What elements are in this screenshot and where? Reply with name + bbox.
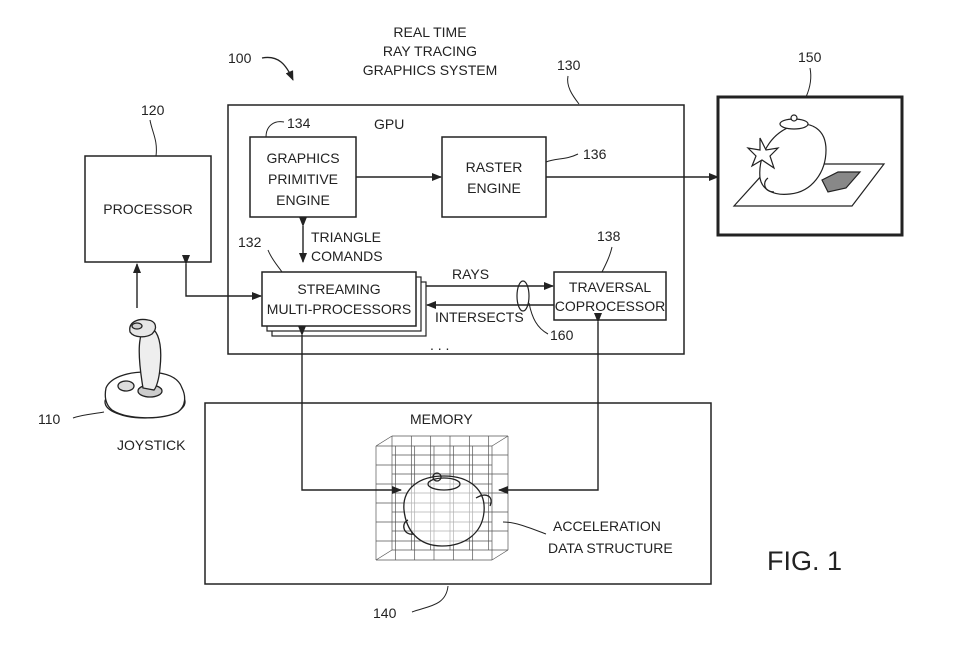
sm-box: [261, 271, 417, 327]
ref-100: 100: [228, 50, 252, 66]
traversal-memory-arrow: [498, 313, 602, 494]
joystick-label: JOYSTICK: [117, 437, 186, 453]
ref-100-arrow: [261, 56, 294, 81]
ref-150: 150: [798, 49, 822, 65]
svg-text:TRIANGLE: TRIANGLE: [311, 229, 381, 245]
intersects-label: INTERSECTS: [435, 309, 524, 325]
svg-text:STREAMING: STREAMING: [297, 281, 380, 297]
svg-text:COPROCESSOR: COPROCESSOR: [555, 298, 665, 314]
svg-text:REAL TIME: REAL TIME: [393, 24, 466, 40]
svg-text:RAY TRACING: RAY TRACING: [383, 43, 477, 59]
ref-138-leader: [601, 246, 613, 273]
svg-text:COMANDS: COMANDS: [311, 248, 383, 264]
primitive-engine-label: GRAPHICS PRIMITIVE ENGINE: [266, 150, 339, 208]
svg-text:ENGINE: ENGINE: [276, 192, 330, 208]
ref-136: 136: [583, 146, 607, 162]
ref-134: 134: [287, 115, 311, 131]
raster-engine-box: [441, 136, 547, 218]
ref-140: 140: [373, 605, 397, 621]
gpu-label: GPU: [374, 116, 404, 132]
ref-110: 110: [38, 411, 61, 427]
traversal-box: [553, 271, 667, 321]
svg-text:GRAPHICS SYSTEM: GRAPHICS SYSTEM: [363, 62, 498, 78]
ray-link-loop: [516, 280, 530, 312]
triangle-commands-label: TRIANGLE COMANDS: [311, 229, 383, 264]
rays-label: RAYS: [452, 266, 489, 282]
joystick-icon: [104, 318, 186, 419]
system-title: REAL TIME RAY TRACING GRAPHICS SYSTEM: [363, 24, 498, 78]
figure-label: FIG. 1: [767, 546, 842, 576]
svg-text:RASTER: RASTER: [466, 159, 523, 175]
teapot-render-icon: [732, 114, 886, 207]
memory-label: MEMORY: [410, 411, 473, 427]
processor-sm-arrow: [182, 255, 262, 300]
ref-140-leader: [411, 585, 449, 613]
teapot-in-grid-icon: [403, 472, 492, 547]
sm-memory-arrow: [298, 326, 402, 494]
acceleration-leader: [502, 521, 547, 535]
ref-160: 160: [550, 327, 574, 343]
svg-text:MULTI-PROCESSORS: MULTI-PROCESSORS: [267, 301, 411, 317]
acceleration-label: ACCELERATION DATA STRUCTURE: [548, 518, 673, 556]
sm-label: STREAMING MULTI-PROCESSORS: [267, 281, 411, 317]
ref-150-leader: [805, 67, 812, 98]
ref-120-leader: [149, 119, 157, 157]
ref-130-leader: [567, 75, 580, 105]
svg-text:TRAVERSAL: TRAVERSAL: [569, 279, 651, 295]
display-box: [716, 95, 904, 237]
ref-160-leader: [528, 302, 549, 335]
svg-text:ACCELERATION: ACCELERATION: [553, 518, 661, 534]
processor-box: [84, 155, 212, 263]
raster-engine-label: RASTER ENGINE: [466, 159, 523, 196]
sm-more-dots: . . .: [430, 337, 449, 353]
processor-label: PROCESSOR: [103, 201, 192, 217]
ref-110-leader: [72, 411, 105, 419]
ref-132: 132: [238, 234, 262, 250]
svg-text:GRAPHICS: GRAPHICS: [266, 150, 339, 166]
ref-136-leader: [545, 153, 579, 163]
ref-132-leader: [267, 249, 283, 273]
svg-text:PRIMITIVE: PRIMITIVE: [268, 171, 338, 187]
ref-120: 120: [141, 102, 165, 118]
traversal-label: TRAVERSAL COPROCESSOR: [555, 279, 665, 314]
gpu-box: [227, 104, 685, 355]
svg-text:ENGINE: ENGINE: [467, 180, 521, 196]
memory-box: [204, 402, 712, 585]
ref-138: 138: [597, 228, 621, 244]
ref-130: 130: [557, 57, 581, 73]
svg-text:DATA STRUCTURE: DATA STRUCTURE: [548, 540, 673, 556]
ref-134-leader: [265, 121, 285, 138]
